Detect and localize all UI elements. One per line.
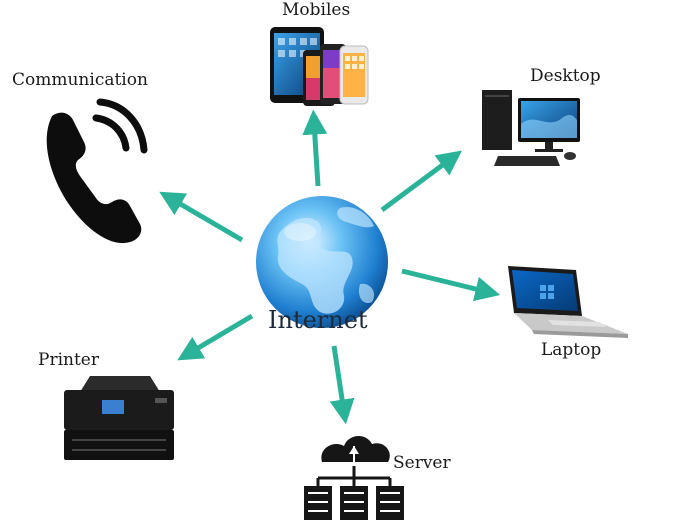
node-label-server: Server <box>393 453 451 473</box>
connection-arrows <box>159 109 501 425</box>
arrow-to-server <box>329 345 355 425</box>
node-label-communication: Communication <box>12 70 148 90</box>
arrow-to-printer <box>177 313 254 361</box>
node-label-printer: Printer <box>38 350 99 370</box>
arrow-to-desktop <box>380 150 463 213</box>
center-label-internet: Internet <box>268 306 368 334</box>
mobile-devices-icon <box>270 27 369 106</box>
node-label-mobiles: Mobiles <box>282 0 351 20</box>
arrow-to-communication <box>159 191 244 243</box>
arrow-to-mobiles <box>302 109 328 187</box>
node-label-laptop: Laptop <box>541 340 602 360</box>
laptop-icon <box>508 266 628 338</box>
arrow-to-laptop <box>401 268 501 302</box>
globe-icon <box>256 196 388 328</box>
node-label-desktop: Desktop <box>530 66 601 86</box>
printer-icon <box>64 376 174 460</box>
cloud-server-icon <box>304 435 404 520</box>
phone-icon <box>46 98 148 244</box>
desktop-computer-icon <box>482 90 580 166</box>
